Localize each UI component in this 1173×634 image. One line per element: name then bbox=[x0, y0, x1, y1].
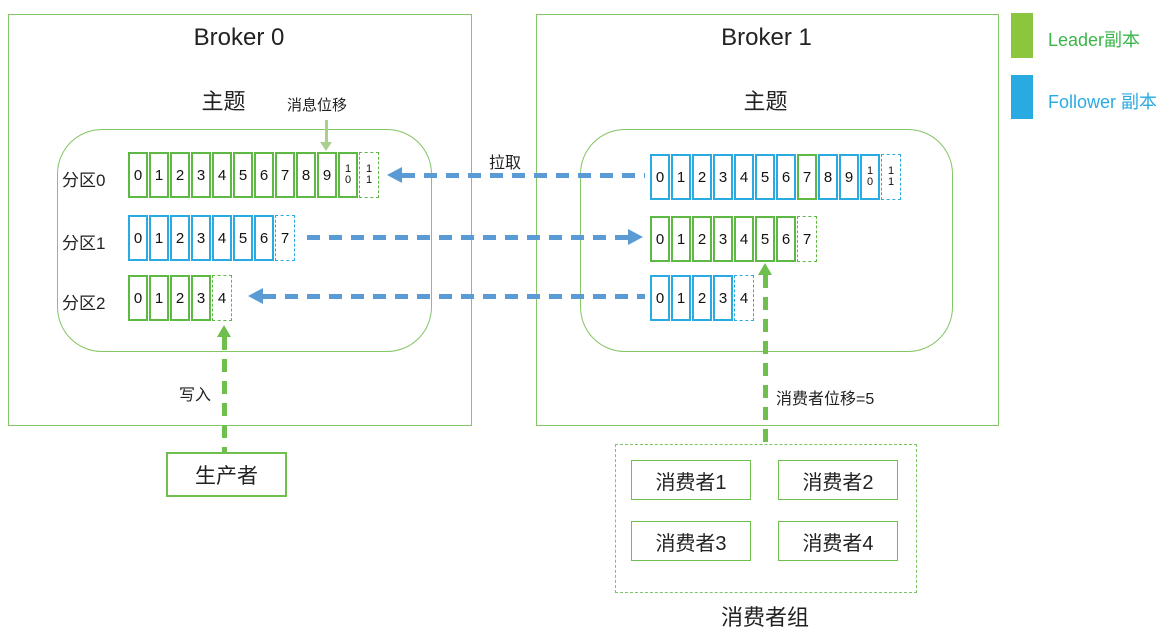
write-label: 写入 bbox=[179, 387, 212, 404]
broker0-partition2-label: 分区2 bbox=[62, 294, 106, 313]
offset-cell-2: 2 bbox=[692, 275, 712, 321]
offset-cell-0: 0 bbox=[128, 152, 148, 198]
offset-cell-3: 3 bbox=[191, 152, 211, 198]
offset-cell-4: 4 bbox=[212, 215, 232, 261]
offset-cell-5: 5 bbox=[755, 154, 775, 200]
leader-legend-label: Leader副本 bbox=[1048, 30, 1141, 50]
offset-cell-6: 6 bbox=[254, 215, 274, 261]
offset-cell-3: 3 bbox=[191, 215, 211, 261]
offset-cell-3: 3 bbox=[713, 154, 733, 200]
offset-cell-4: 4 bbox=[734, 275, 754, 321]
broker0-topic-box bbox=[57, 129, 432, 352]
offset-cell-9: 9 bbox=[839, 154, 859, 200]
consumer4-box: 消费者4 bbox=[778, 521, 898, 561]
offset-cell-0: 0 bbox=[128, 275, 148, 321]
offset-cell-7: 7 bbox=[275, 152, 295, 198]
offset-cell-6: 6 bbox=[254, 152, 274, 198]
offset-cell-5: 5 bbox=[233, 215, 253, 261]
consumer-group-box bbox=[615, 444, 917, 593]
consumer1-box: 消费者1 bbox=[631, 460, 751, 500]
offset-cell-2: 2 bbox=[170, 215, 190, 261]
offset-cell-4: 4 bbox=[734, 154, 754, 200]
offset-cell-1: 1 bbox=[149, 152, 169, 198]
offset-cell-7: 7 bbox=[797, 154, 817, 200]
consumer2-box: 消费者2 bbox=[778, 460, 898, 500]
offset-cell-3: 3 bbox=[191, 275, 211, 321]
offset-cell-6: 6 bbox=[776, 154, 796, 200]
offset-cell-10: 1 0 bbox=[860, 154, 880, 200]
offset-cell-3: 3 bbox=[713, 216, 733, 262]
broker0-box bbox=[8, 14, 472, 426]
offset-cell-5: 5 bbox=[233, 152, 253, 198]
broker1-title: Broker 1 bbox=[721, 24, 812, 51]
offset-cell-7: 7 bbox=[797, 216, 817, 262]
broker0-title: Broker 0 bbox=[193, 24, 285, 51]
offset-cell-4: 4 bbox=[212, 152, 232, 198]
offset-cell-8: 8 bbox=[818, 154, 838, 200]
follower-legend-swatch bbox=[1011, 75, 1033, 119]
offset-cell-10: 1 0 bbox=[338, 152, 358, 198]
offset-cell-1: 1 bbox=[149, 215, 169, 261]
offset-cell-5: 5 bbox=[755, 216, 775, 262]
leader-legend-swatch bbox=[1011, 13, 1033, 58]
pull-arrow-partition0-line bbox=[402, 173, 645, 178]
follower-legend-label: Follower 副本 bbox=[1048, 92, 1158, 112]
offset-cell-0: 0 bbox=[650, 275, 670, 321]
offset-cell-7: 7 bbox=[275, 215, 295, 261]
offset-cell-0: 0 bbox=[650, 216, 670, 262]
message-offset-label: 消息位移 bbox=[287, 97, 348, 114]
offset-cell-1: 1 bbox=[671, 154, 691, 200]
pull-arrow-partition2-head-icon bbox=[248, 288, 263, 304]
consumer3-box: 消费者3 bbox=[631, 521, 751, 561]
message-offset-arrow-icon bbox=[320, 142, 332, 151]
pull-arrow-partition1-line bbox=[307, 235, 629, 240]
pull-arrow-partition1-head-icon bbox=[628, 229, 643, 245]
offset-cell-2: 2 bbox=[692, 216, 712, 262]
offset-cell-4: 4 bbox=[734, 216, 754, 262]
consumer-offset-label: 消费者位移=5 bbox=[776, 391, 875, 408]
offset-cell-11: 1 1 bbox=[359, 152, 379, 198]
offset-cell-2: 2 bbox=[692, 154, 712, 200]
offset-cell-2: 2 bbox=[170, 152, 190, 198]
pull-arrow-partition0-head-icon bbox=[387, 167, 402, 183]
offset-cell-3: 3 bbox=[713, 275, 733, 321]
offset-cell-1: 1 bbox=[671, 275, 691, 321]
broker0-topic-label: 主题 bbox=[201, 89, 246, 114]
broker1-topic-label: 主题 bbox=[743, 89, 788, 114]
consumer-offset-arrow-head-icon bbox=[758, 263, 772, 275]
offset-cell-1: 1 bbox=[149, 275, 169, 321]
offset-cell-2: 2 bbox=[170, 275, 190, 321]
write-arrow-line bbox=[222, 337, 227, 452]
offset-cell-1: 1 bbox=[671, 216, 691, 262]
write-arrow-head-icon bbox=[217, 325, 231, 337]
pull-arrow-partition2-line bbox=[263, 294, 645, 299]
offset-cell-9: 9 bbox=[317, 152, 337, 198]
broker0-partition1-label: 分区1 bbox=[62, 234, 106, 253]
offset-cell-0: 0 bbox=[650, 154, 670, 200]
consumer-offset-arrow-line bbox=[763, 275, 768, 444]
broker0-partition0-label: 分区0 bbox=[62, 171, 106, 190]
offset-cell-4: 4 bbox=[212, 275, 232, 321]
offset-cell-8: 8 bbox=[296, 152, 316, 198]
pull-label: 拉取 bbox=[489, 155, 522, 172]
message-offset-arrow-line bbox=[325, 120, 328, 143]
offset-cell-0: 0 bbox=[128, 215, 148, 261]
producer-box: 生产者 bbox=[166, 452, 287, 497]
offset-cell-6: 6 bbox=[776, 216, 796, 262]
consumer-group-label: 消费者组 bbox=[720, 605, 809, 630]
offset-cell-11: 1 1 bbox=[881, 154, 901, 200]
